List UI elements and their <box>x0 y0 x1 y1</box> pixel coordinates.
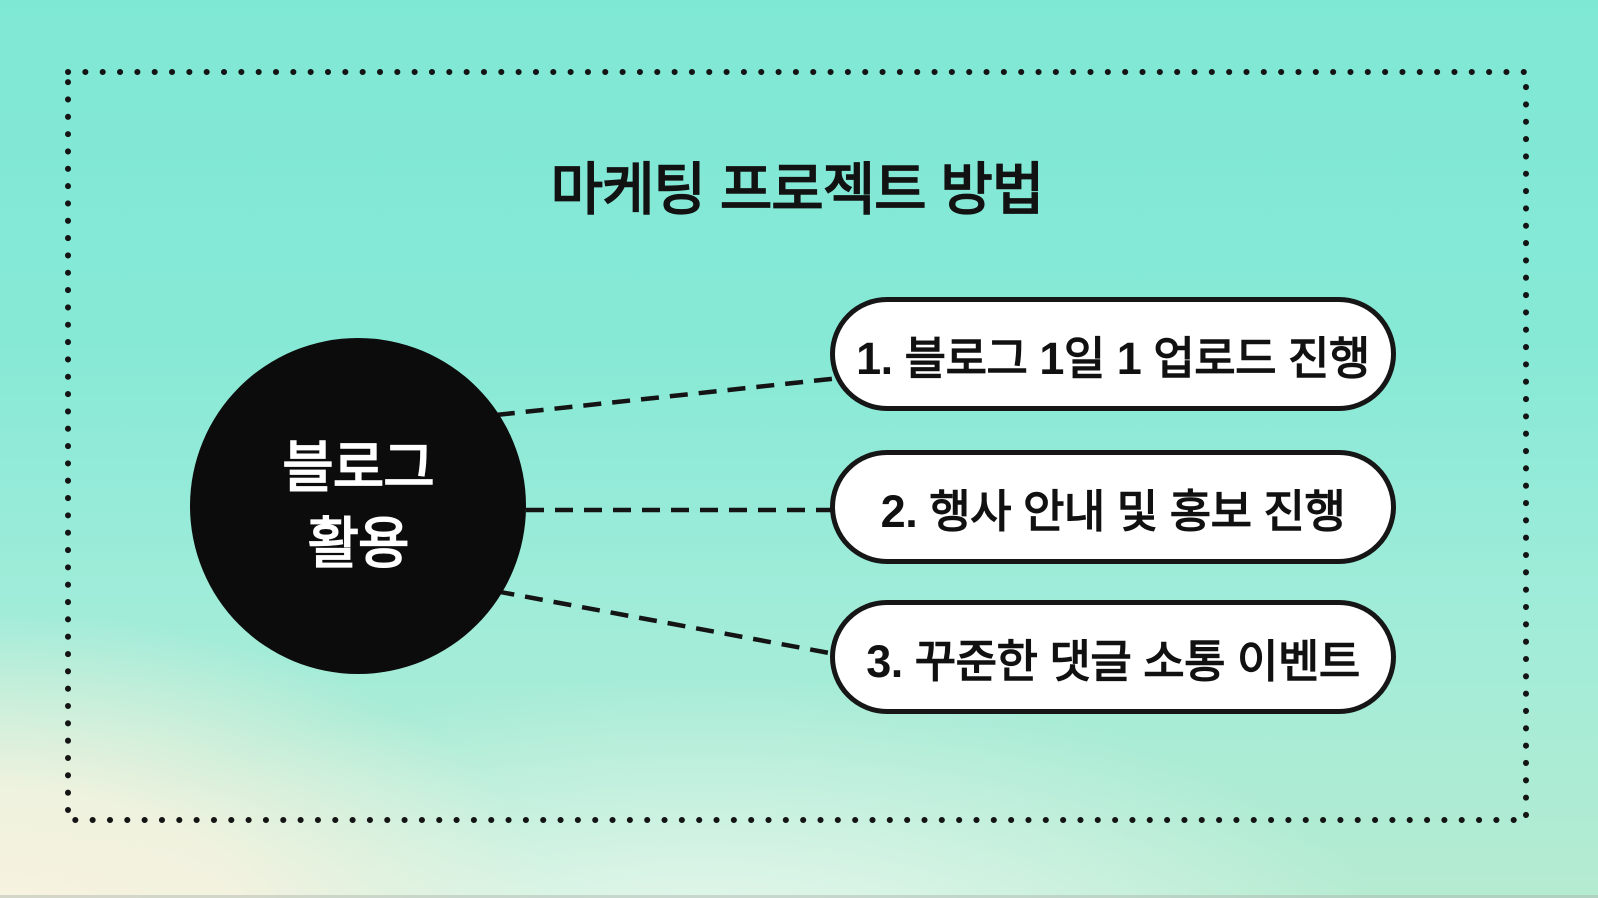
method-pill-1-label: 1. 블로그 1일 1 업로드 진행 <box>856 332 1370 384</box>
connector-line-1 <box>467 375 841 421</box>
hub-circle-blog: 블로그 활용 <box>190 338 526 674</box>
method-pill-1: 1. 블로그 1일 1 업로드 진행 <box>830 297 1396 411</box>
diagram-title: 마케팅 프로젝트 방법 <box>550 158 1045 222</box>
method-pill-3: 3. 꾸준한 댓글 소통 이벤트 <box>830 600 1396 714</box>
dotted-border-frame <box>65 69 1529 823</box>
connector-line-3 <box>467 583 841 658</box>
bottom-edge-line <box>0 895 1598 898</box>
method-pill-2: 2. 행사 안내 및 홍보 진행 <box>830 450 1396 564</box>
method-pill-2-label: 2. 행사 안내 및 홍보 진행 <box>880 485 1346 537</box>
method-pill-3-label: 3. 꾸준한 댓글 소통 이벤트 <box>866 635 1360 687</box>
